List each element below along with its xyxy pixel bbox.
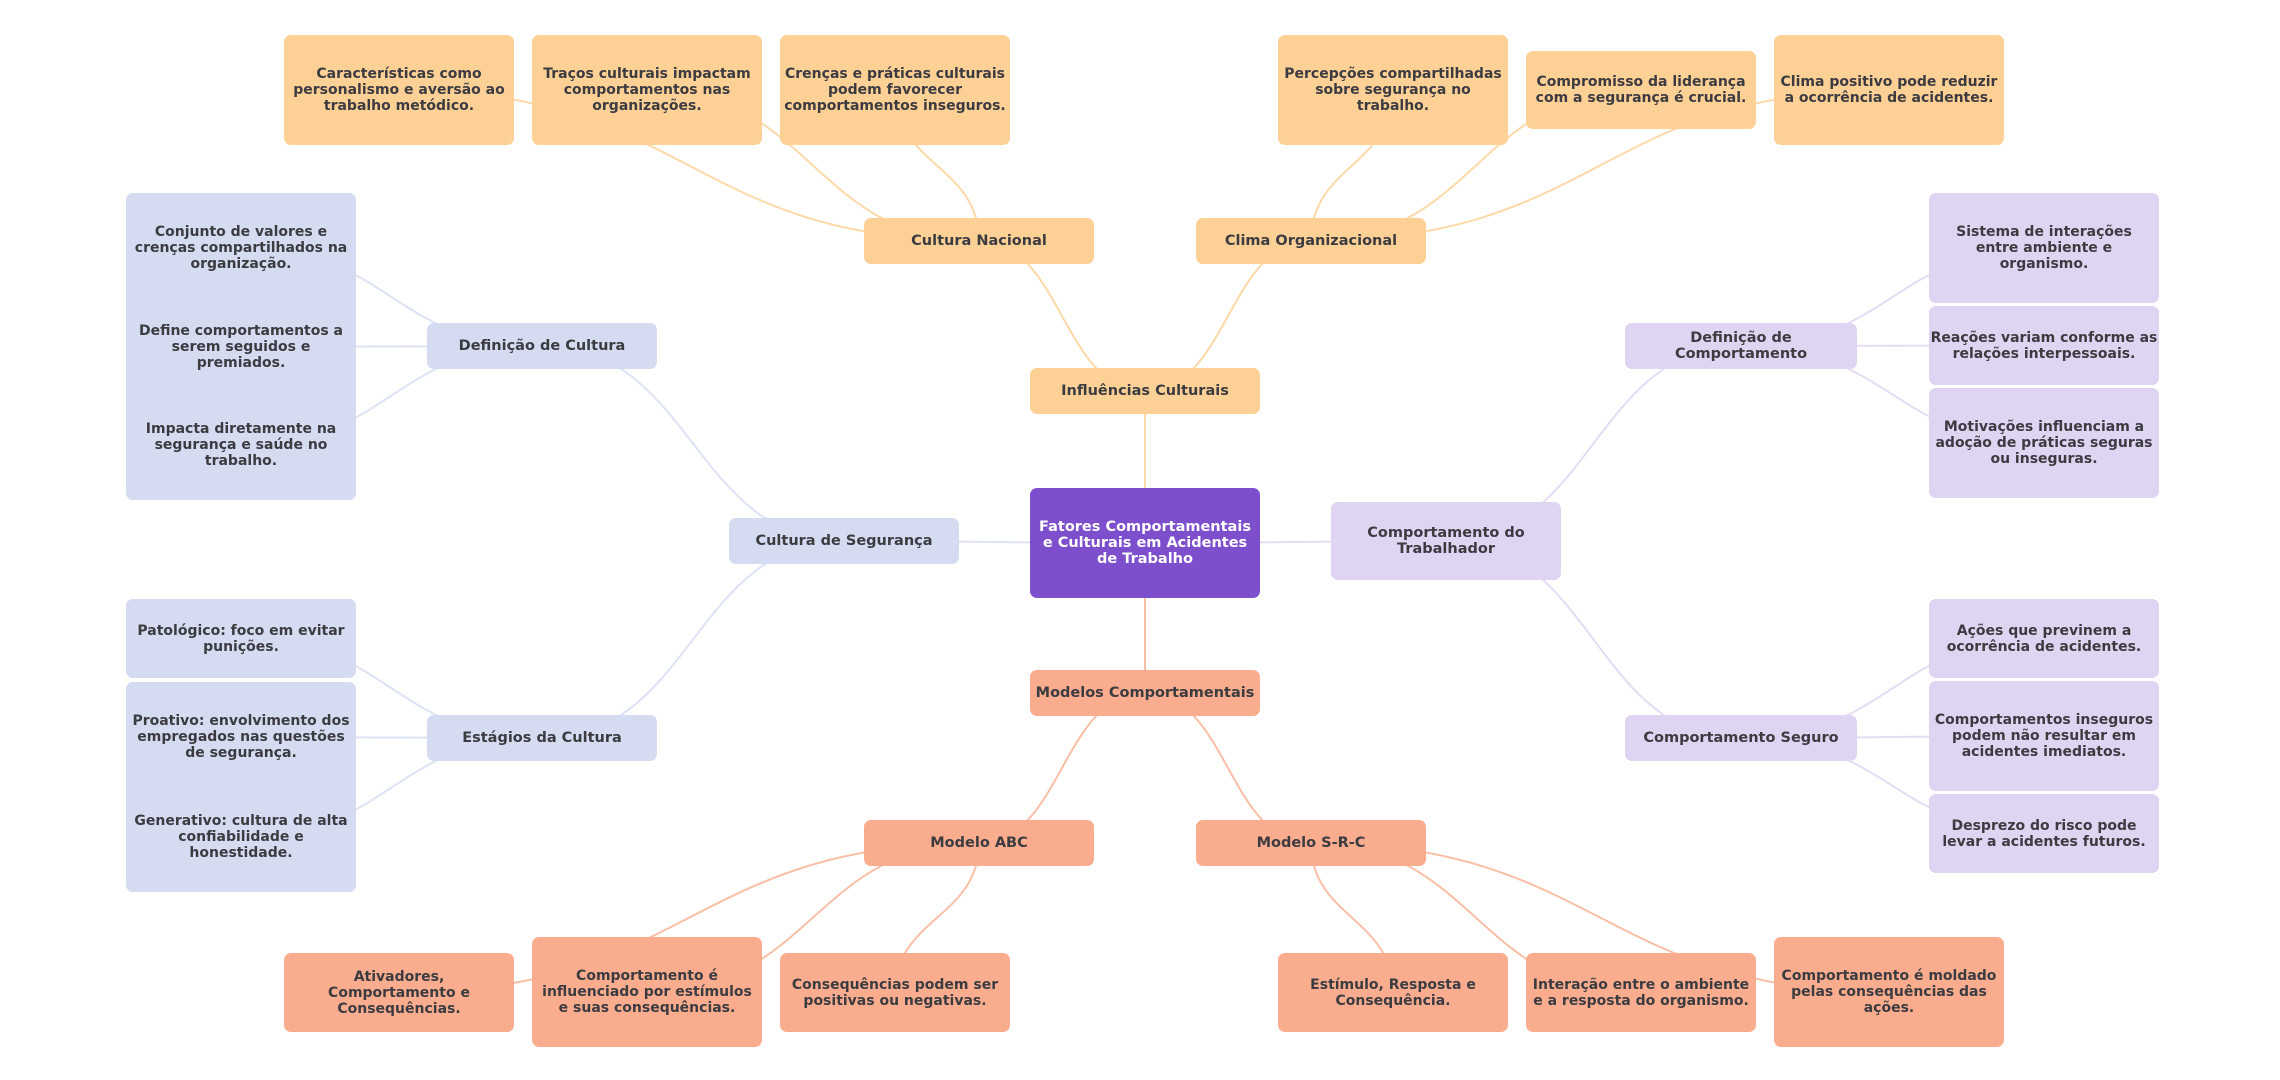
node-label: Clima Organizacional (1224, 233, 1398, 249)
leaf-label: Motivações influenciam a adoção de práti… (1935, 419, 2153, 467)
leaf-label: Define comportamentos a serem seguidos e… (138, 323, 344, 371)
leaf-node[interactable]: Reações variam conforme as relações inte… (1929, 306, 2159, 385)
node-label: Modelo ABC (930, 835, 1028, 851)
leaf-node[interactable]: Clima positivo pode reduzir a ocorrência… (1774, 35, 2004, 145)
leaf-label: Crenças e práticas culturais podem favor… (784, 66, 1006, 114)
leaf-label: Sistema de interações entre ambiente e o… (1956, 224, 2132, 272)
leaf-node[interactable]: Impacta diretamente na segurança e saúde… (126, 390, 356, 500)
leaf-node[interactable]: Consequências podem ser positivas ou neg… (780, 953, 1010, 1032)
node-label: Definição de Cultura (458, 338, 626, 354)
leaf-node[interactable]: Define comportamentos a serem seguidos e… (126, 292, 356, 402)
leaf-node[interactable]: Patológico: foco em evitar punições. (126, 599, 356, 678)
leaf-label: Percepções compartilhadas sobre seguranç… (1284, 66, 1502, 114)
node-comportamento-seguro[interactable]: Comportamento Seguro (1625, 715, 1857, 761)
leaf-label: Conjunto de valores e crenças compartilh… (134, 224, 348, 272)
leaf-label: Desprezo do risco pode levar a acidentes… (1942, 817, 2146, 850)
leaf-label: Traços culturais impactam comportamentos… (543, 66, 751, 114)
leaf-label: Generativo: cultura de alta confiabilida… (134, 813, 348, 861)
leaf-label: Comportamento é influenciado por estímul… (542, 968, 752, 1016)
leaf-node[interactable]: Conjunto de valores e crenças compartilh… (126, 193, 356, 303)
node-label: Estágios da Cultura (462, 730, 622, 746)
leaf-node[interactable]: Percepções compartilhadas sobre seguranç… (1278, 35, 1508, 145)
edge-cultura-seguranca-estagios (541, 540, 845, 739)
leaf-label: Proativo: envolvimento dos empregados na… (132, 713, 350, 761)
node-label: Definição de Comportamento (1674, 330, 1808, 362)
node-label: Influências Culturais (1061, 383, 1229, 399)
leaf-node[interactable]: Interação entre o ambiente e a resposta … (1526, 953, 1756, 1032)
node-label: Modelos Comportamentais (1035, 685, 1255, 701)
leaf-label: Interação entre o ambiente e a resposta … (1532, 976, 1750, 1009)
node-definicao-de-comportamento[interactable]: Definição de Comportamento (1625, 323, 1857, 369)
leaf-node[interactable]: Comportamento é moldado pelas consequênc… (1774, 937, 2004, 1047)
edge-cultura-seguranca-definicao (541, 345, 845, 542)
node-cultura-de-seguranca[interactable]: Cultura de Segurança (729, 518, 959, 564)
leaf-label: Características como personalismo e aver… (293, 66, 505, 114)
leaf-label: Comportamentos inseguros podem não resul… (1934, 712, 2154, 760)
node-comportamento-do-trabalhador[interactable]: Comportamento do Trabalhador (1331, 502, 1561, 580)
leaf-label: Comportamento é moldado pelas consequênc… (1781, 968, 1997, 1016)
node-modelos-comportamentais[interactable]: Modelos Comportamentais (1030, 670, 1260, 716)
leaf-label: Impacta diretamente na segurança e saúde… (145, 421, 337, 469)
leaf-label: Ativadores, Comportamento e Consequência… (328, 968, 470, 1017)
leaf-node[interactable]: Desprezo do risco pode levar a acidentes… (1929, 794, 2159, 873)
node-definicao-de-cultura[interactable]: Definição de Cultura (427, 323, 657, 369)
leaf-node[interactable]: Características como personalismo e aver… (284, 35, 514, 145)
node-influencias-culturais[interactable]: Influências Culturais (1030, 368, 1260, 414)
leaf-label: Compromisso da liderança com a segurança… (1535, 74, 1747, 106)
node-cultura-nacional[interactable]: Cultura Nacional (864, 218, 1094, 264)
leaf-label: Clima positivo pode reduzir a ocorrência… (1780, 74, 1998, 106)
node-modelo-src[interactable]: Modelo S-R-C (1196, 820, 1426, 866)
leaf-label: Patológico: foco em evitar punições. (137, 622, 345, 655)
leaf-node[interactable]: Generativo: cultura de alta confiabilida… (126, 782, 356, 892)
leaf-node[interactable]: Proativo: envolvimento dos empregados na… (126, 682, 356, 792)
leaf-node[interactable]: Traços culturais impactam comportamentos… (532, 35, 762, 145)
leaf-node[interactable]: Ações que previnem a ocorrência de acide… (1929, 599, 2159, 678)
leaf-node[interactable]: Crenças e práticas culturais podem favor… (780, 35, 1010, 145)
leaf-node[interactable]: Compromisso da liderança com a segurança… (1526, 51, 1756, 129)
leaf-label: Consequências podem ser positivas ou neg… (791, 976, 999, 1009)
leaf-label: Reações variam conforme as relações inte… (1930, 329, 2158, 362)
node-modelo-abc[interactable]: Modelo ABC (864, 820, 1094, 866)
leaf-node[interactable]: Comportamentos inseguros podem não resul… (1929, 681, 2159, 791)
node-label: Comportamento Seguro (1643, 730, 1839, 746)
root-label: Fatores Comportamentais e Culturais em A… (1039, 519, 1251, 567)
leaf-label: Estímulo, Resposta e Consequência. (1310, 976, 1476, 1009)
node-label: Cultura Nacional (911, 233, 1047, 249)
node-estagios-da-cultura[interactable]: Estágios da Cultura (427, 715, 657, 761)
leaf-node[interactable]: Estímulo, Resposta e Consequência. (1278, 953, 1508, 1032)
leaf-node[interactable]: Sistema de interações entre ambiente e o… (1929, 193, 2159, 303)
node-clima-organizacional[interactable]: Clima Organizacional (1196, 218, 1426, 264)
leaf-label: Ações que previnem a ocorrência de acide… (1946, 622, 2142, 655)
leaf-node[interactable]: Motivações influenciam a adoção de práti… (1929, 388, 2159, 498)
root-node[interactable]: Fatores Comportamentais e Culturais em A… (1030, 488, 1260, 598)
leaf-node[interactable]: Ativadores, Comportamento e Consequência… (284, 953, 514, 1032)
node-label: Cultura de Segurança (755, 533, 933, 549)
node-label: Comportamento do Trabalhador (1367, 525, 1525, 557)
leaf-node[interactable]: Comportamento é influenciado por estímul… (532, 937, 762, 1047)
node-label: Modelo S-R-C (1256, 835, 1366, 851)
